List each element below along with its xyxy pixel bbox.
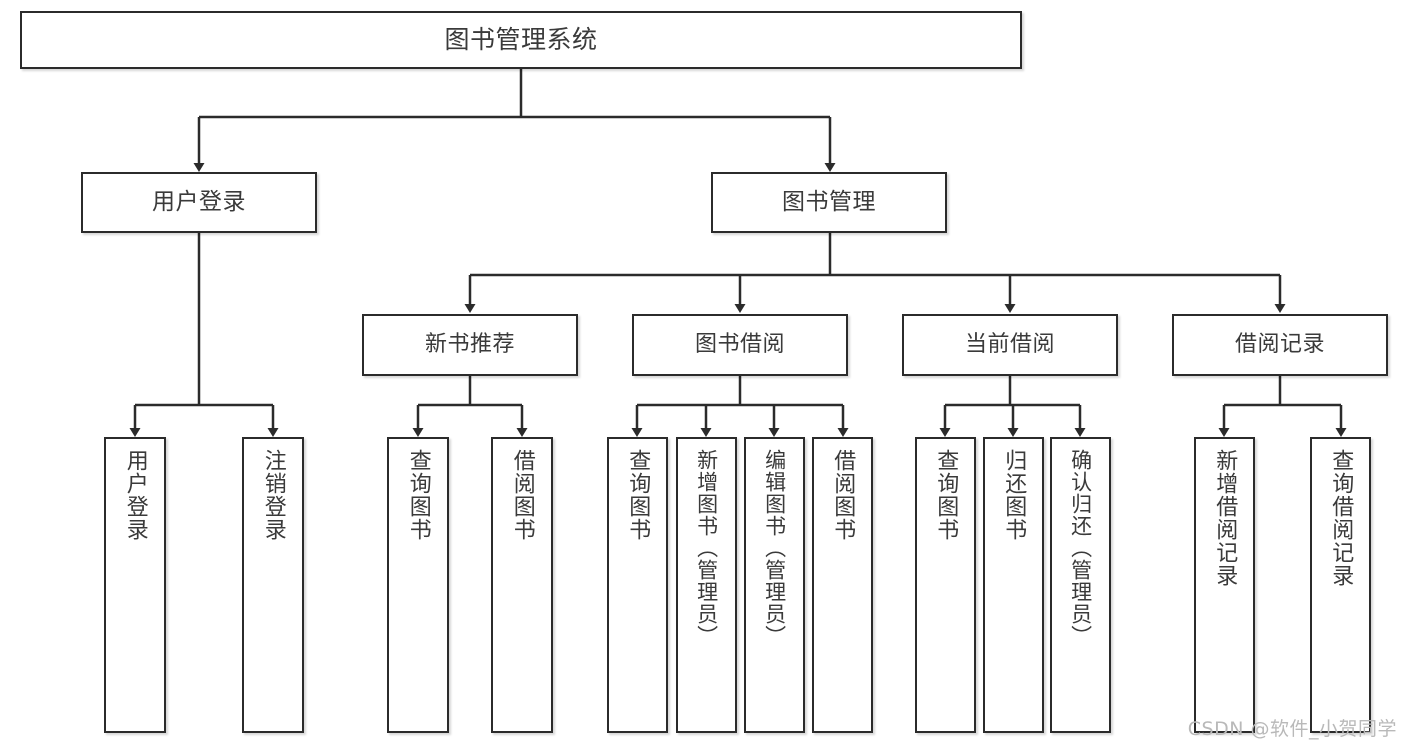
node-label: 用户登录 <box>122 449 148 541</box>
leaf-user-login[interactable]: 用户登录 <box>104 437 166 733</box>
node-label: 确认归还（管理员） <box>1068 449 1093 647</box>
node-label: 图书管理 <box>782 189 876 216</box>
leaf-query-book-current[interactable]: 查询图书 <box>915 437 976 733</box>
node-label: 当前借阅 <box>964 331 1055 357</box>
node-label: 借阅图书 <box>830 449 856 541</box>
node-label: 查询图书 <box>933 449 959 541</box>
node-label: 归还图书 <box>1001 449 1027 541</box>
leaf-confirm-return-admin[interactable]: 确认归还（管理员） <box>1050 437 1111 733</box>
node-label: 查询借阅记录 <box>1328 449 1354 587</box>
node-new-book-recommendation[interactable]: 新书推荐 <box>362 314 578 376</box>
node-label: 借阅图书 <box>509 449 535 541</box>
node-label: 新书推荐 <box>424 331 515 357</box>
node-book-borrowing[interactable]: 图书借阅 <box>632 314 848 376</box>
node-borrowing-record[interactable]: 借阅记录 <box>1172 314 1388 376</box>
node-label: 查询图书 <box>625 449 651 541</box>
leaf-add-borrowing-record[interactable]: 新增借阅记录 <box>1194 437 1255 733</box>
node-label: 图书管理系统 <box>444 24 598 54</box>
node-book-management[interactable]: 图书管理 <box>711 172 947 233</box>
node-label: 编辑图书（管理员） <box>762 449 787 647</box>
leaf-query-borrowing-record[interactable]: 查询借阅记录 <box>1310 437 1371 733</box>
watermark-text: CSDN @软件_小贺同学 <box>1187 718 1397 740</box>
leaf-query-book-new-recommendation[interactable]: 查询图书 <box>387 437 449 733</box>
leaf-borrow-book-borrowing[interactable]: 借阅图书 <box>812 437 873 733</box>
node-label: 查询图书 <box>405 449 431 541</box>
leaf-query-book-borrowing[interactable]: 查询图书 <box>607 437 668 733</box>
leaf-add-book-admin[interactable]: 新增图书（管理员） <box>676 437 737 733</box>
leaf-borrow-book-new-recommendation[interactable]: 借阅图书 <box>491 437 553 733</box>
node-label: 图书借阅 <box>694 331 785 357</box>
node-label: 用户登录 <box>152 189 246 216</box>
leaf-edit-book-admin[interactable]: 编辑图书（管理员） <box>744 437 805 733</box>
node-label: 新增图书（管理员） <box>694 449 719 647</box>
node-label: 注销登录 <box>260 449 286 541</box>
node-label: 新增借阅记录 <box>1212 449 1238 587</box>
node-root-book-management-system[interactable]: 图书管理系统 <box>20 11 1022 69</box>
node-current-borrowing[interactable]: 当前借阅 <box>902 314 1118 376</box>
leaf-return-book[interactable]: 归还图书 <box>983 437 1044 733</box>
node-user-login[interactable]: 用户登录 <box>81 172 317 233</box>
node-label: 借阅记录 <box>1234 331 1325 357</box>
leaf-logout[interactable]: 注销登录 <box>242 437 304 733</box>
